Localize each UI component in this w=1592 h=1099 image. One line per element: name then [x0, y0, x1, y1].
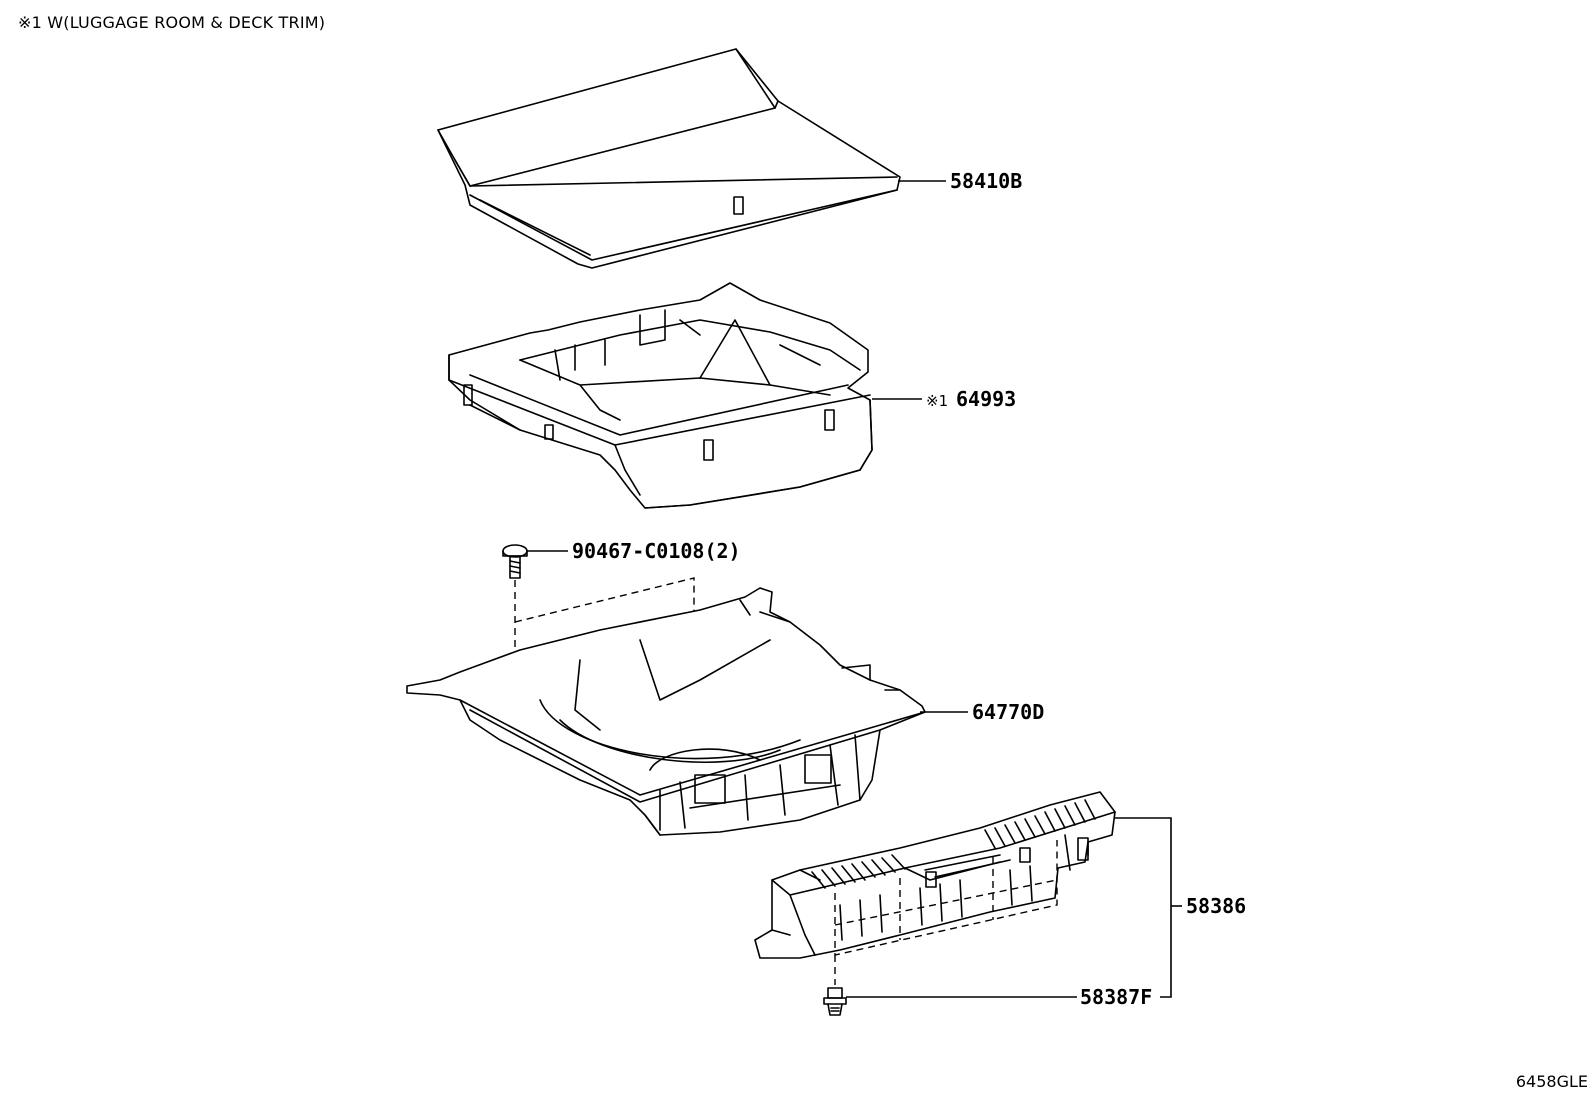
- diagram-note: ※1 W(LUGGAGE ROOM & DECK TRIM): [18, 13, 326, 32]
- catalog-code: 6458GLE: [1515, 1072, 1588, 1091]
- label-tray-mark: ※1: [926, 392, 948, 410]
- label-floor-mat: 64770D: [972, 700, 1044, 724]
- storage-tray-illustration[interactable]: [448, 282, 873, 509]
- floor-mat-illustration[interactable]: [406, 587, 926, 836]
- bolt-illustration[interactable]: [502, 544, 528, 579]
- label-sill-trim: 58386: [1186, 894, 1246, 918]
- leader-58386: [1115, 817, 1172, 998]
- label-deck-board: 58410B: [950, 169, 1022, 193]
- label-bolt: 90467-C0108(2): [572, 539, 741, 563]
- deck-board-illustration[interactable]: [437, 48, 901, 269]
- clip-illustration[interactable]: [823, 987, 847, 1016]
- sill-trim-illustration[interactable]: [754, 791, 1116, 959]
- label-tray: 64993: [956, 387, 1016, 411]
- label-clip: 58387F: [1080, 985, 1152, 1009]
